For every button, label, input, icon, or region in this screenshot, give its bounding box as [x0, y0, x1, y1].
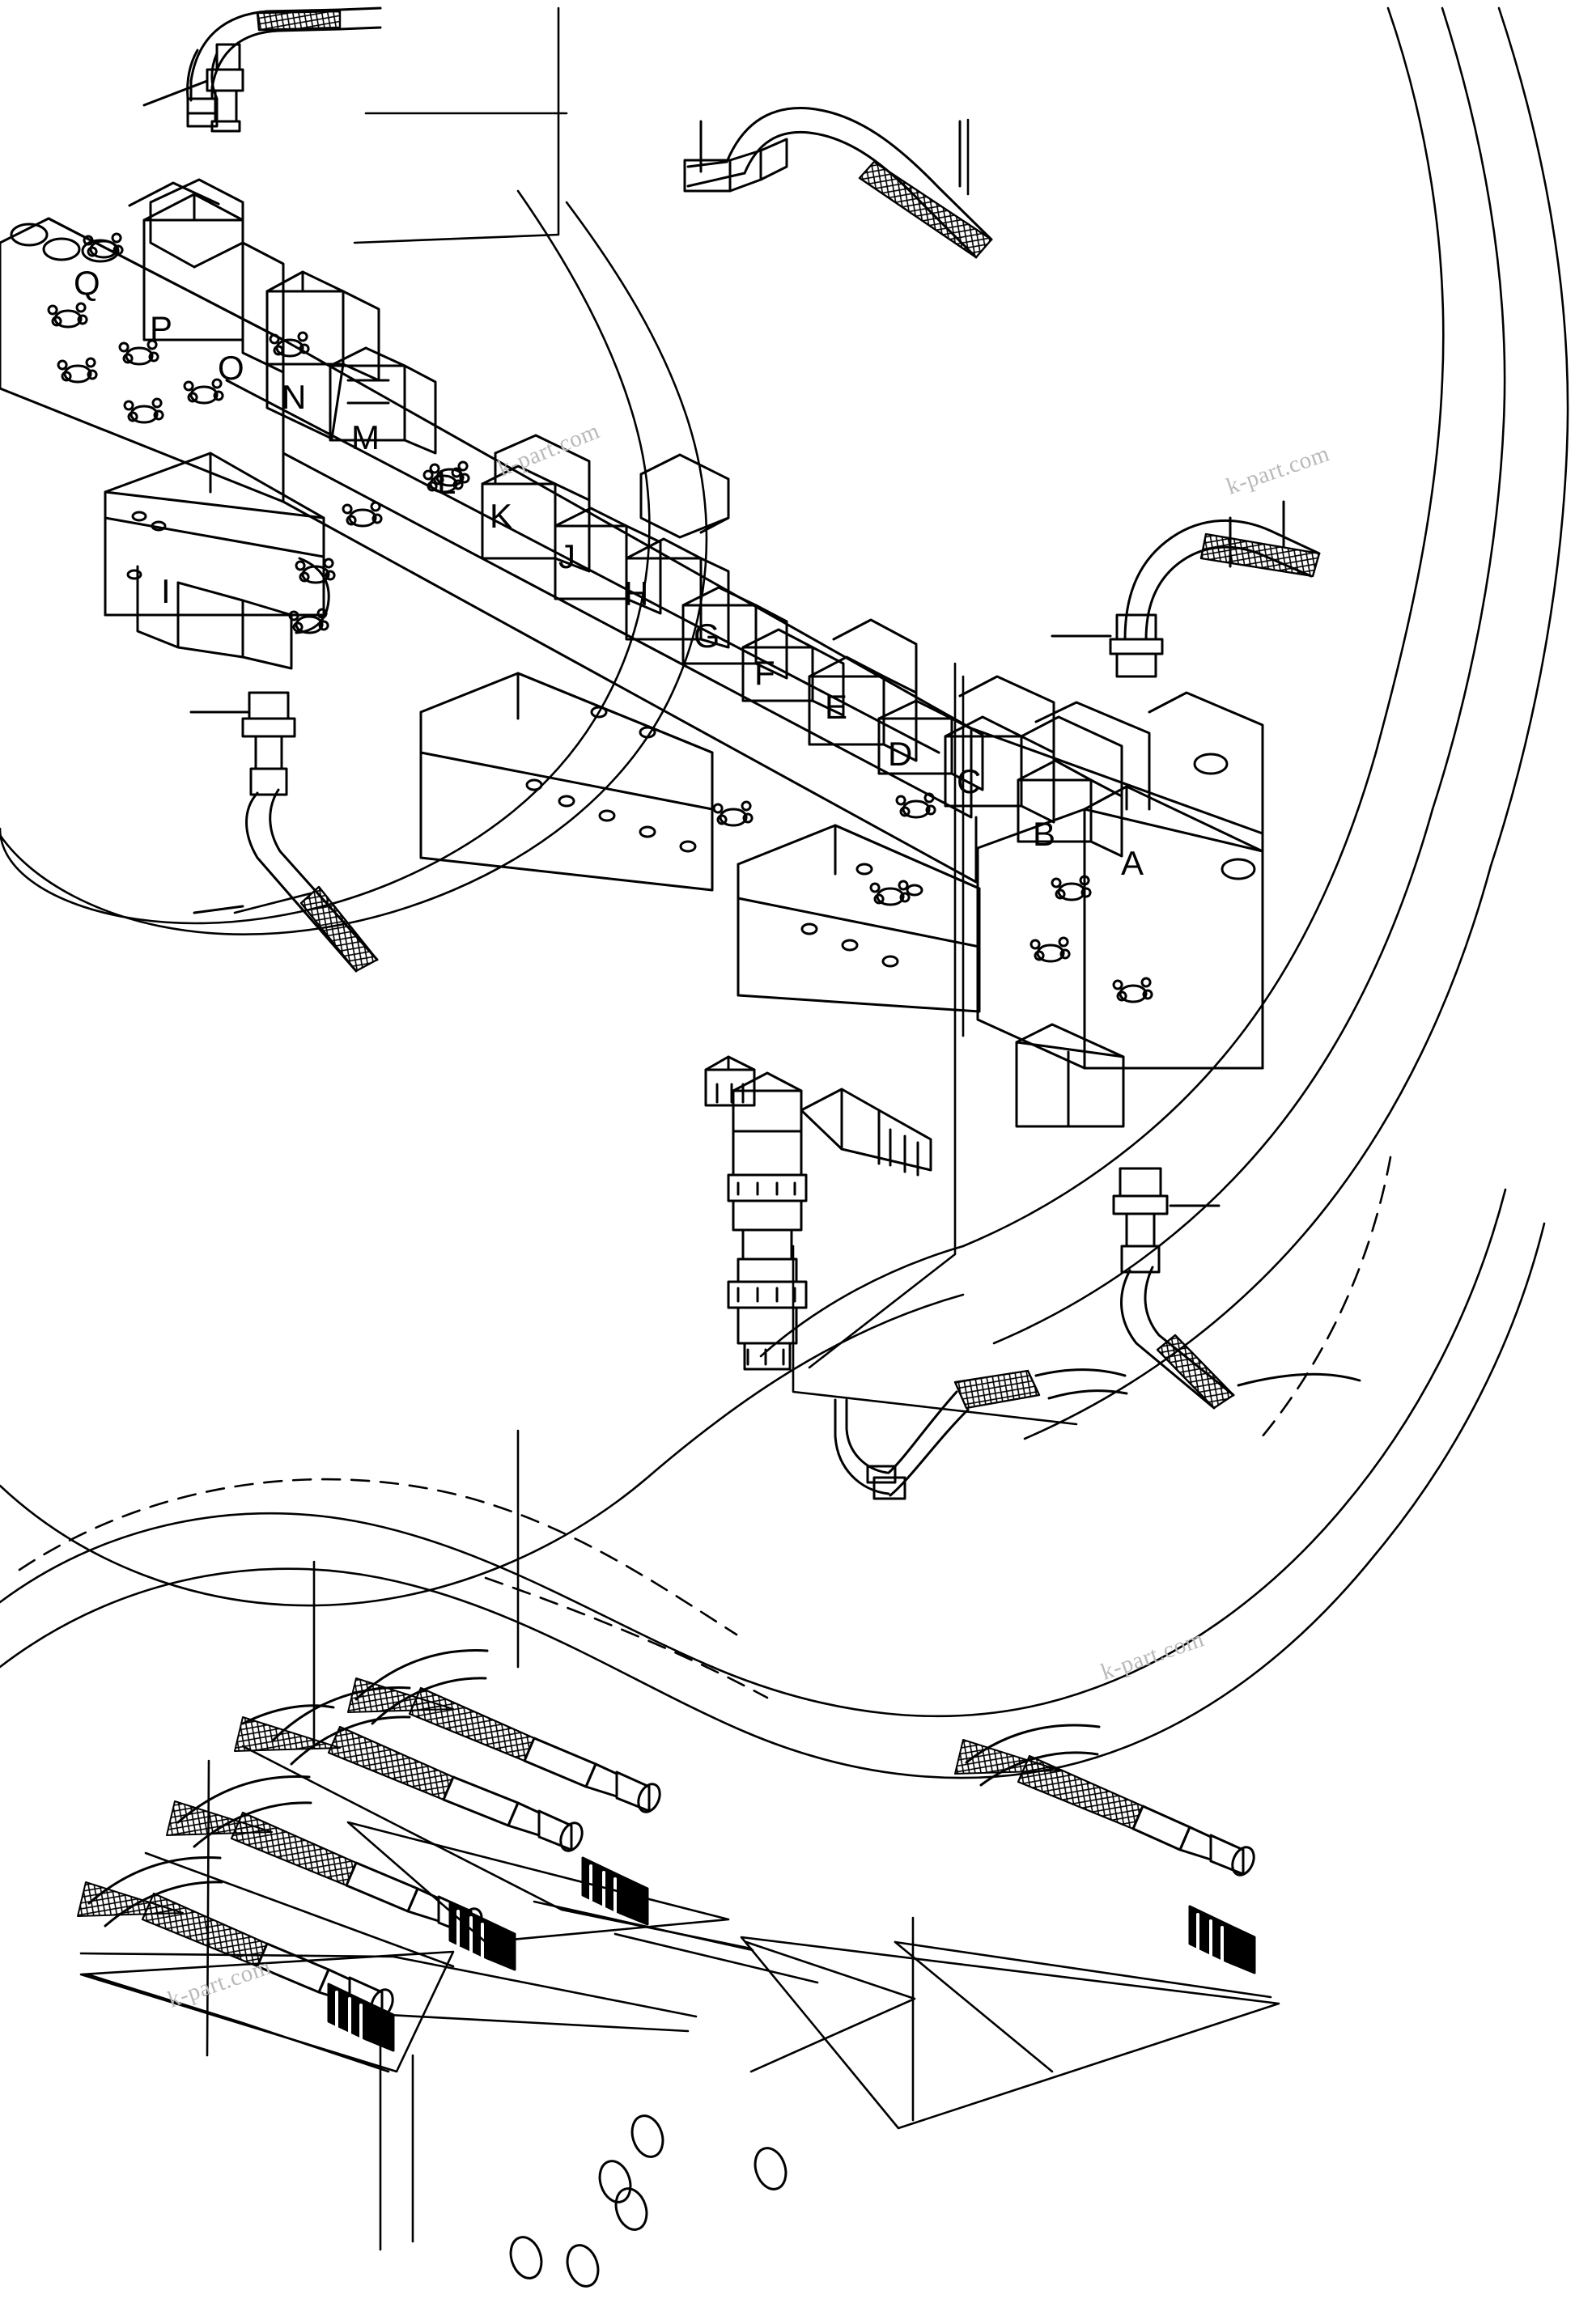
- valve-section-O: [241, 241, 285, 374]
- bottom-hose-3: [176, 1775, 483, 1938]
- center-valve-block-2: [737, 824, 981, 1013]
- valve-section-A: [976, 691, 1264, 1070]
- adapter-top-left: [142, 43, 244, 133]
- tee-fitting-assembly: [704, 1055, 932, 1371]
- bottom-leaders: [79, 1745, 1272, 2073]
- valve-section-H: [625, 453, 730, 649]
- callout-label-E: E: [825, 688, 848, 726]
- callout-label-P: P: [150, 309, 173, 347]
- callout-label-I: I: [161, 572, 171, 610]
- port-holes-left: [10, 223, 1256, 880]
- valve-section-C: [944, 675, 1055, 824]
- callout-label-C: C: [957, 762, 982, 800]
- hose-assembly-right-lower: [1112, 1167, 1361, 1410]
- bottom-hose-2: [354, 1649, 661, 1813]
- callout-label-N: N: [282, 378, 307, 416]
- valve-section-K: [481, 434, 591, 573]
- callout-label-Q: Q: [74, 264, 100, 302]
- valve-section-P: [128, 178, 244, 341]
- valve-section-lower-right: [1015, 1023, 1125, 1128]
- bottom-hatch-arrows: [77, 1677, 1061, 1917]
- valve-section-I: [104, 452, 336, 670]
- machine-contour-dashed: [18, 1156, 1392, 1699]
- hose-assembly-center-bottom: [834, 1368, 1128, 1500]
- callout-label-L: L: [437, 463, 456, 501]
- callout-label-G: G: [694, 617, 720, 655]
- callout-label-J: J: [558, 537, 575, 575]
- loose-o-rings: [509, 2114, 788, 2288]
- callout-label-F: F: [754, 654, 775, 692]
- callout-label-M: M: [351, 418, 380, 456]
- bottom-hose-1: [241, 1686, 584, 1852]
- valve-section-E: [808, 618, 918, 762]
- valve-section-D: [877, 699, 984, 791]
- port-circlips-left: [47, 232, 1153, 1003]
- hose-assembly-top-middle: [683, 107, 993, 259]
- callout-label-O: O: [218, 349, 244, 387]
- bottom-hose-5: [965, 1724, 1255, 1877]
- leader-lines: [233, 6, 1078, 2251]
- machine-contour-outlines: [0, 6, 1569, 1779]
- hose-assembly-right-upper: [1051, 500, 1321, 678]
- drawing-lines: [0, 6, 1569, 2288]
- callout-label-B: B: [1033, 815, 1056, 853]
- bottom-pointer-triangles: [79, 1821, 1280, 2130]
- callout-label-H: H: [624, 575, 649, 613]
- callout-label-K: K: [490, 497, 513, 535]
- valve-section-M: [329, 346, 437, 455]
- valve-section-N: [265, 270, 380, 440]
- callout-label-D: D: [888, 735, 913, 773]
- center-valve-block-1: [419, 672, 714, 892]
- callout-label-A: A: [1121, 844, 1144, 882]
- threaded-nipples: [327, 1856, 1256, 2052]
- hose-assembly-left-middle: [189, 691, 379, 973]
- valve-section-G: [681, 586, 788, 680]
- main-valve-manifold: [0, 217, 1264, 884]
